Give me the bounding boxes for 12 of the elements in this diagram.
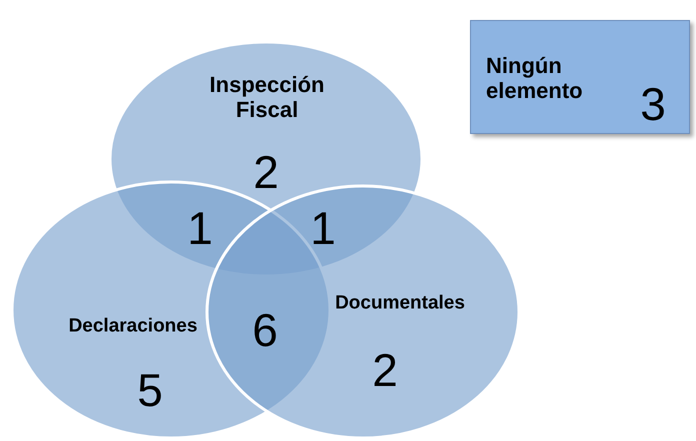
summary-box xyxy=(470,20,690,134)
count-number: 2 xyxy=(253,148,279,196)
set-title: Inspección Fiscal xyxy=(208,72,326,122)
overlap-count: 1 xyxy=(187,204,213,252)
set-title: Declaraciones xyxy=(68,314,198,338)
count-number: 2 xyxy=(372,346,398,394)
overlap-count: 1 xyxy=(310,204,336,252)
overlap-count: 6 xyxy=(252,306,278,354)
count-number: 3 xyxy=(640,80,666,128)
set-title: Ningún elemento xyxy=(486,53,584,103)
set-title: Documentales xyxy=(335,292,465,316)
count-number: 5 xyxy=(137,366,163,414)
